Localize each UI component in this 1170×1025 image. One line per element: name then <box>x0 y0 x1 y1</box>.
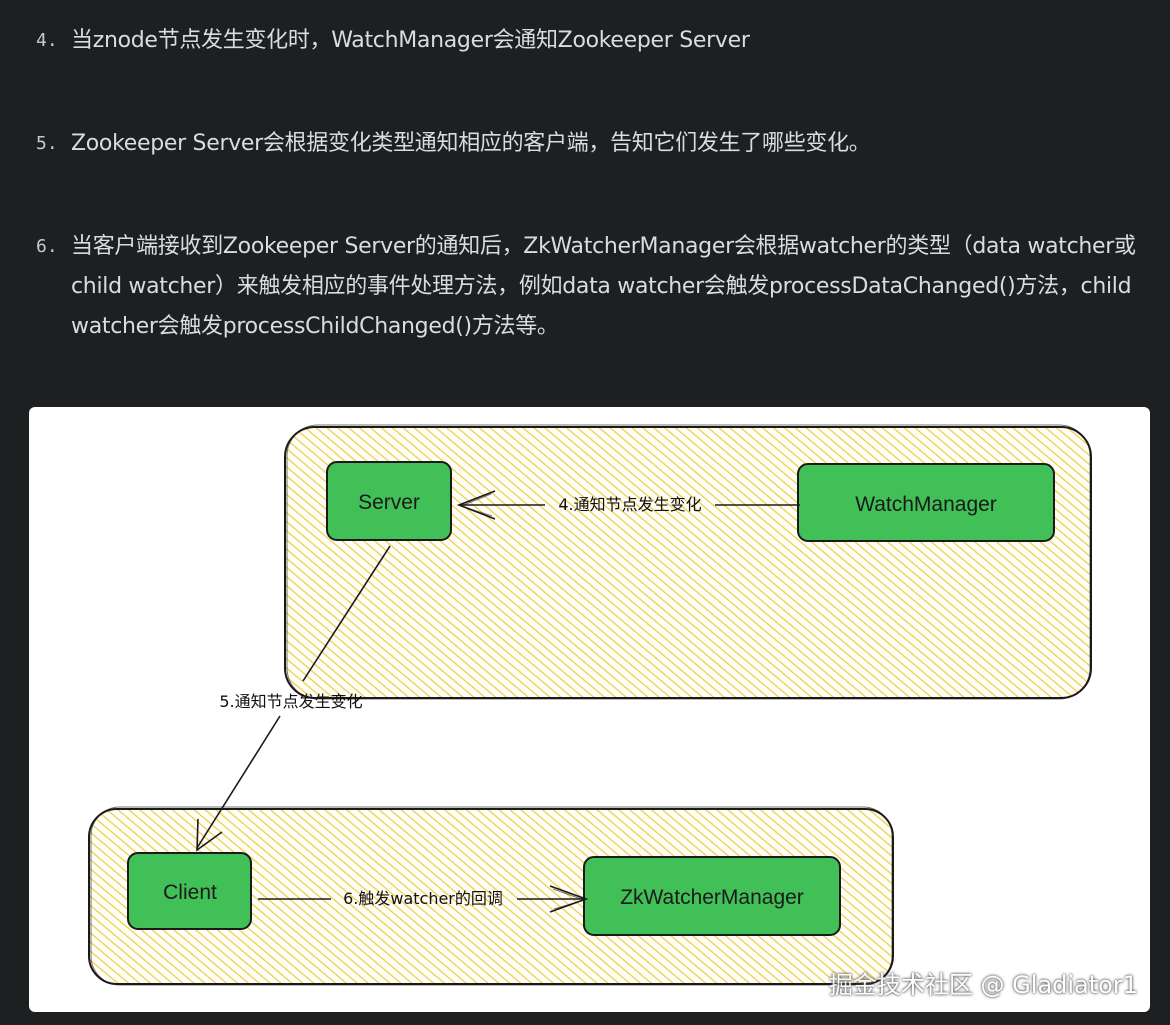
list-text: 当客户端接收到Zookeeper Server的通知后，ZkWatcherMan… <box>71 234 1136 339</box>
architecture-diagram: Server WatchManager Client ZkWatcherMana… <box>29 407 1150 1012</box>
list-number: 4. <box>36 30 58 51</box>
list-text: Zookeeper Server会根据变化类型通知相应的客户端，告知它们发生了哪… <box>71 131 871 156</box>
zk-watcher-manager-node-label: ZkWatcherManager <box>620 886 804 909</box>
list-number: 5. <box>36 133 58 154</box>
server-node-label: Server <box>358 491 420 514</box>
client-node-label: Client <box>163 881 217 904</box>
watch-manager-node: WatchManager <box>797 463 1055 542</box>
watch-manager-node-label: WatchManager <box>855 493 997 516</box>
diagram-canvas: Server WatchManager Client ZkWatcherMana… <box>88 424 1092 986</box>
edge-notify-client-label: 5.通知节点发生变化 <box>219 692 362 711</box>
list-number: 6. <box>36 236 58 257</box>
edge-notify-client: 5.通知节点发生变化 <box>196 545 391 852</box>
list-item: 5. Zookeeper Server会根据变化类型通知相应的客户端，告知它们发… <box>36 124 1154 164</box>
server-node: Server <box>326 461 452 541</box>
zk-watcher-manager-node: ZkWatcherManager <box>583 856 841 936</box>
client-node: Client <box>127 852 252 930</box>
edge-notify-server: 4.通知节点发生变化 <box>456 490 800 520</box>
list-item: 4. 当znode节点发生变化时，WatchManager会通知Zookeepe… <box>36 21 1154 61</box>
watermark: 掘金技术社区 @ Gladiator1 <box>828 971 1138 999</box>
list-text: 当znode节点发生变化时，WatchManager会通知Zookeeper S… <box>71 28 750 53</box>
edge-notify-server-label: 4.通知节点发生变化 <box>558 495 701 514</box>
edge-trigger-callback-label: 6.触发watcher的回调 <box>343 889 503 908</box>
edge-trigger-callback: 6.触发watcher的回调 <box>258 885 589 913</box>
list-item: 6. 当客户端接收到Zookeeper Server的通知后，ZkWatcher… <box>36 227 1154 347</box>
client-side-group <box>88 808 894 985</box>
